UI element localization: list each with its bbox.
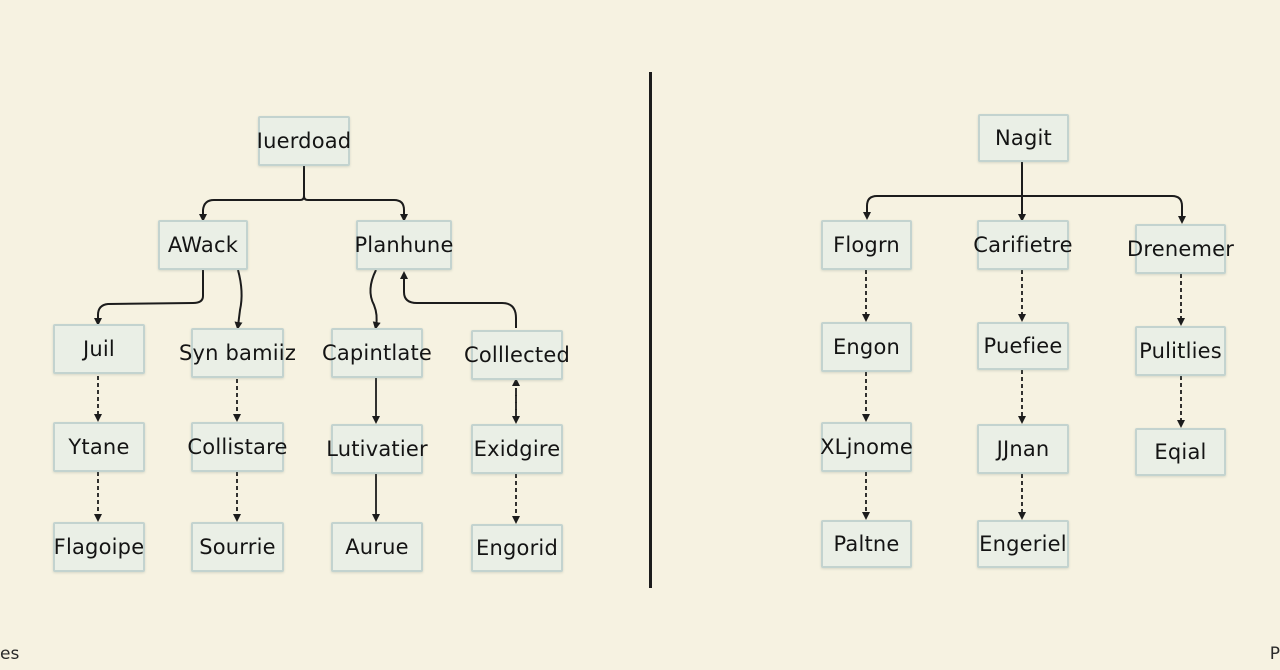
- node-exidgire[interactable]: Exidgire: [471, 424, 563, 474]
- corner-text-right: P: [1269, 644, 1280, 664]
- edge-root-planhune: [303, 195, 408, 222]
- edge-root-awack: [199, 166, 305, 222]
- node-juil[interactable]: Juil: [53, 324, 145, 374]
- node-lutivatier[interactable]: Lutivatier: [326, 424, 428, 474]
- edge-awack-synbamiiz: [234, 269, 243, 330]
- vertical-divider: [649, 72, 652, 588]
- node-engeriel[interactable]: Engeriel: [977, 520, 1069, 568]
- node-sourrie[interactable]: Sourrie: [191, 522, 284, 572]
- node-colllected[interactable]: Colllected: [464, 330, 570, 380]
- node-engon[interactable]: Engon: [821, 322, 912, 372]
- node-carifietre[interactable]: Carifietre: [973, 220, 1073, 270]
- node-eqial[interactable]: Eqial: [1135, 428, 1226, 476]
- edge-awack-juil: [94, 270, 204, 326]
- edge-nagit-drenemer: [1022, 195, 1186, 224]
- node-paltne[interactable]: Paltne: [821, 520, 912, 568]
- node-ytane[interactable]: Ytane: [53, 422, 145, 472]
- node-awack[interactable]: AWack: [158, 220, 248, 270]
- node-drenemer[interactable]: Drenemer: [1127, 224, 1234, 274]
- node-flogrn[interactable]: Flogrn: [821, 220, 912, 270]
- edge-planhune-capintlate: [369, 269, 381, 330]
- node-engorid[interactable]: Engorid: [471, 524, 563, 572]
- node-nagit[interactable]: Nagit: [978, 114, 1069, 162]
- node-collistare[interactable]: Collistare: [187, 422, 287, 472]
- edge-collected-planhune: [400, 271, 517, 328]
- corner-text-left: es: [0, 644, 20, 664]
- node-planhune[interactable]: Planhune: [354, 220, 453, 270]
- node-puefiee[interactable]: Puefiee: [977, 322, 1069, 370]
- edge-nagit-flogrn: [863, 162, 1023, 220]
- node-xljnome[interactable]: XLjnome: [820, 422, 913, 472]
- node-syn-bamiiz[interactable]: Syn bamiiz: [179, 328, 296, 378]
- node-flagoipe[interactable]: Flagoipe: [53, 522, 145, 572]
- node-capintlate[interactable]: Capintlate: [322, 328, 432, 378]
- node-pulitlies[interactable]: Pulitlies: [1135, 326, 1226, 376]
- node-aurue[interactable]: Aurue: [331, 522, 423, 572]
- node-iuerdoad[interactable]: Iuerdoad: [257, 116, 351, 166]
- node-jjnan[interactable]: JJnan: [977, 424, 1069, 474]
